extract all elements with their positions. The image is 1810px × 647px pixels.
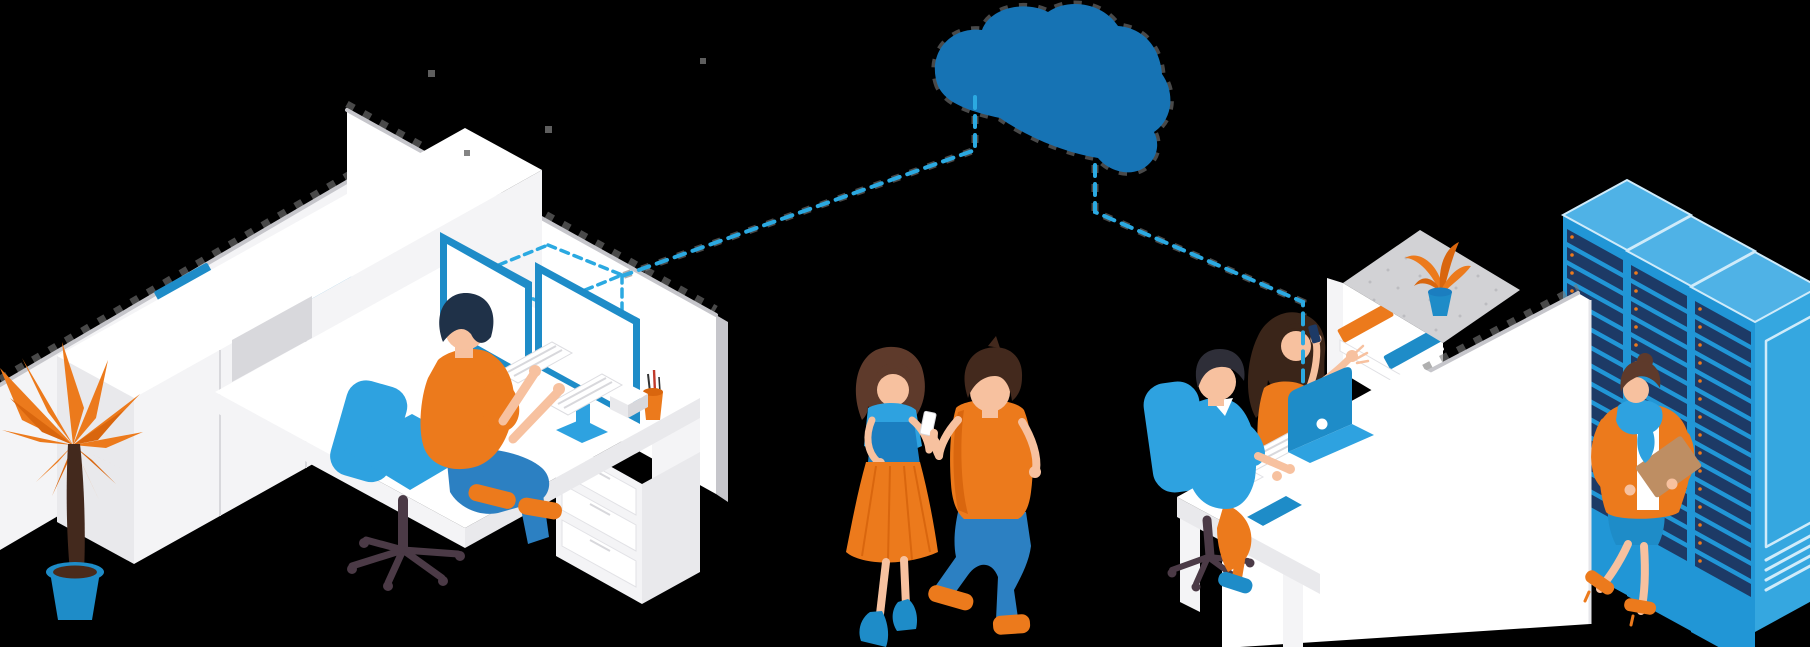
right-workstation [1093, 163, 1592, 647]
note-cube [610, 385, 648, 418]
rack-side-panel [1755, 291, 1810, 632]
hair [439, 292, 494, 343]
hand [553, 383, 565, 395]
palm-fronds [0, 342, 143, 502]
plant-pot [50, 572, 100, 620]
hand [1666, 478, 1678, 490]
shoe [518, 497, 562, 520]
book-stack [1383, 328, 1444, 376]
hutch-top [1343, 230, 1520, 343]
keyboard [496, 341, 574, 384]
head [1623, 377, 1649, 403]
vest [950, 399, 1033, 519]
shoe [468, 484, 516, 509]
checker-speckles [428, 58, 706, 156]
heel-shoe [892, 599, 918, 631]
palm-trunk [66, 444, 85, 572]
talking-man [928, 336, 1041, 635]
technician [1583, 353, 1702, 627]
head [970, 372, 1010, 412]
shoe [992, 614, 1031, 635]
seated-worker-right [1167, 349, 1295, 594]
hair [964, 347, 1023, 401]
hand [1029, 466, 1041, 478]
cloud-link-left [620, 95, 977, 278]
plant-pot [1428, 292, 1452, 316]
head [1198, 363, 1236, 401]
keyboard [546, 373, 624, 416]
wall-side-edge [716, 315, 728, 502]
rack-vents [1764, 534, 1810, 592]
skirt-pleats [861, 465, 931, 561]
skirt [846, 462, 938, 563]
heel-shoe [1585, 570, 1615, 595]
laptop-lid [1288, 367, 1352, 452]
office-worker-left [420, 292, 565, 544]
talking-woman [846, 346, 938, 647]
phone [1308, 324, 1321, 344]
shoe [928, 585, 974, 611]
book-stack [1337, 303, 1397, 349]
server-rack [1688, 250, 1810, 647]
checker-trace [620, 97, 979, 280]
clipboard [1635, 436, 1702, 498]
head [1281, 331, 1311, 361]
chair-star-base [348, 536, 462, 587]
hand [1272, 471, 1282, 481]
scarf [1616, 399, 1663, 463]
hutch-top-speckle [1368, 256, 1498, 332]
cloud-icon [934, 3, 1171, 173]
shelf-plant [1405, 242, 1471, 316]
left-workstation [0, 100, 728, 620]
laptop-logo [1316, 418, 1328, 430]
hair [1620, 360, 1661, 392]
jeans [932, 512, 1031, 620]
palm-plant [0, 342, 143, 620]
shoe [1218, 571, 1253, 594]
laptop [1288, 367, 1374, 463]
legs [1217, 504, 1252, 572]
hand [1624, 484, 1636, 496]
heel-shoe [1624, 598, 1657, 615]
desk-book [1247, 496, 1302, 532]
open-compartment [232, 296, 312, 382]
monitor-stand [556, 419, 608, 443]
vest-shade [953, 410, 968, 514]
rack-slots [1695, 301, 1751, 597]
head [877, 374, 909, 406]
laptop-base [1288, 424, 1374, 463]
desk-leg [1283, 567, 1303, 647]
hair [1195, 349, 1245, 388]
cloud-link-right [1093, 163, 1305, 420]
rack-side-door-outline [1764, 315, 1810, 549]
hand [1285, 464, 1295, 474]
heel-shoe [859, 611, 889, 647]
hand [529, 365, 541, 377]
chair-wheels [347, 538, 465, 591]
hand [928, 436, 940, 448]
center-conversation [846, 336, 1041, 647]
